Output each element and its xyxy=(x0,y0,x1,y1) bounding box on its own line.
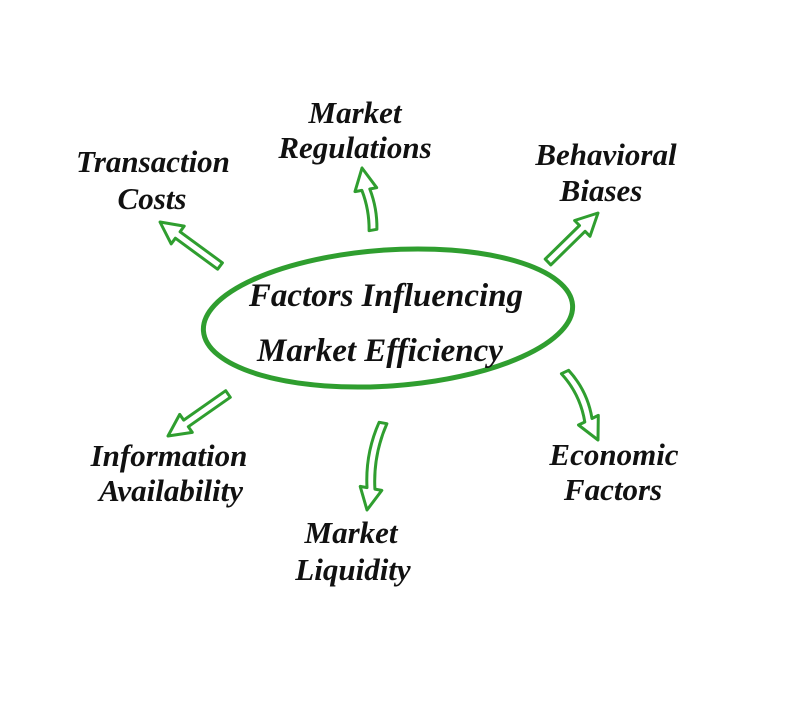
arrow-to-information-availability-icon xyxy=(166,389,232,438)
factor-label-line2: Factors xyxy=(563,472,662,507)
factor-label-line1: Market xyxy=(304,515,399,550)
factor-label-line1: Economic xyxy=(548,437,678,472)
center-node: Factors Influencing Market Efficiency xyxy=(200,246,576,390)
arrows-group xyxy=(158,166,600,512)
arrow-to-economic-factors-icon xyxy=(559,368,600,442)
factor-behavioral-biases: Behavioral Biases xyxy=(534,137,677,208)
factor-transaction-costs: Transaction Costs xyxy=(76,144,230,216)
factor-label-line2: Costs xyxy=(118,181,187,216)
factor-label-line1: Behavioral xyxy=(534,137,677,172)
factor-label-line2: Biases xyxy=(559,173,643,208)
arrow-to-market-regulations-icon xyxy=(353,166,379,233)
factor-label-line2: Regulations xyxy=(277,130,431,165)
arrow-to-behavioral-biases-icon xyxy=(543,211,600,267)
center-title-line1: Factors Influencing xyxy=(248,278,523,314)
factor-information-availability: Information Availability xyxy=(90,438,248,508)
arrow-to-market-liquidity-icon xyxy=(358,420,389,512)
factor-market-liquidity: Market Liquidity xyxy=(294,515,411,587)
factor-label-line1: Information xyxy=(90,438,248,473)
center-title-line2: Market Efficiency xyxy=(256,333,503,369)
factor-label-line2: Availability xyxy=(97,473,243,508)
arrow-to-transaction-costs-icon xyxy=(158,220,224,271)
factor-label-line1: Market xyxy=(308,95,403,130)
center-ellipse xyxy=(200,246,576,390)
factor-label-line1: Transaction xyxy=(76,144,230,179)
factor-economic-factors: Economic Factors xyxy=(548,437,678,507)
factor-market-regulations: Market Regulations xyxy=(277,95,431,165)
factor-label-line2: Liquidity xyxy=(294,552,411,587)
